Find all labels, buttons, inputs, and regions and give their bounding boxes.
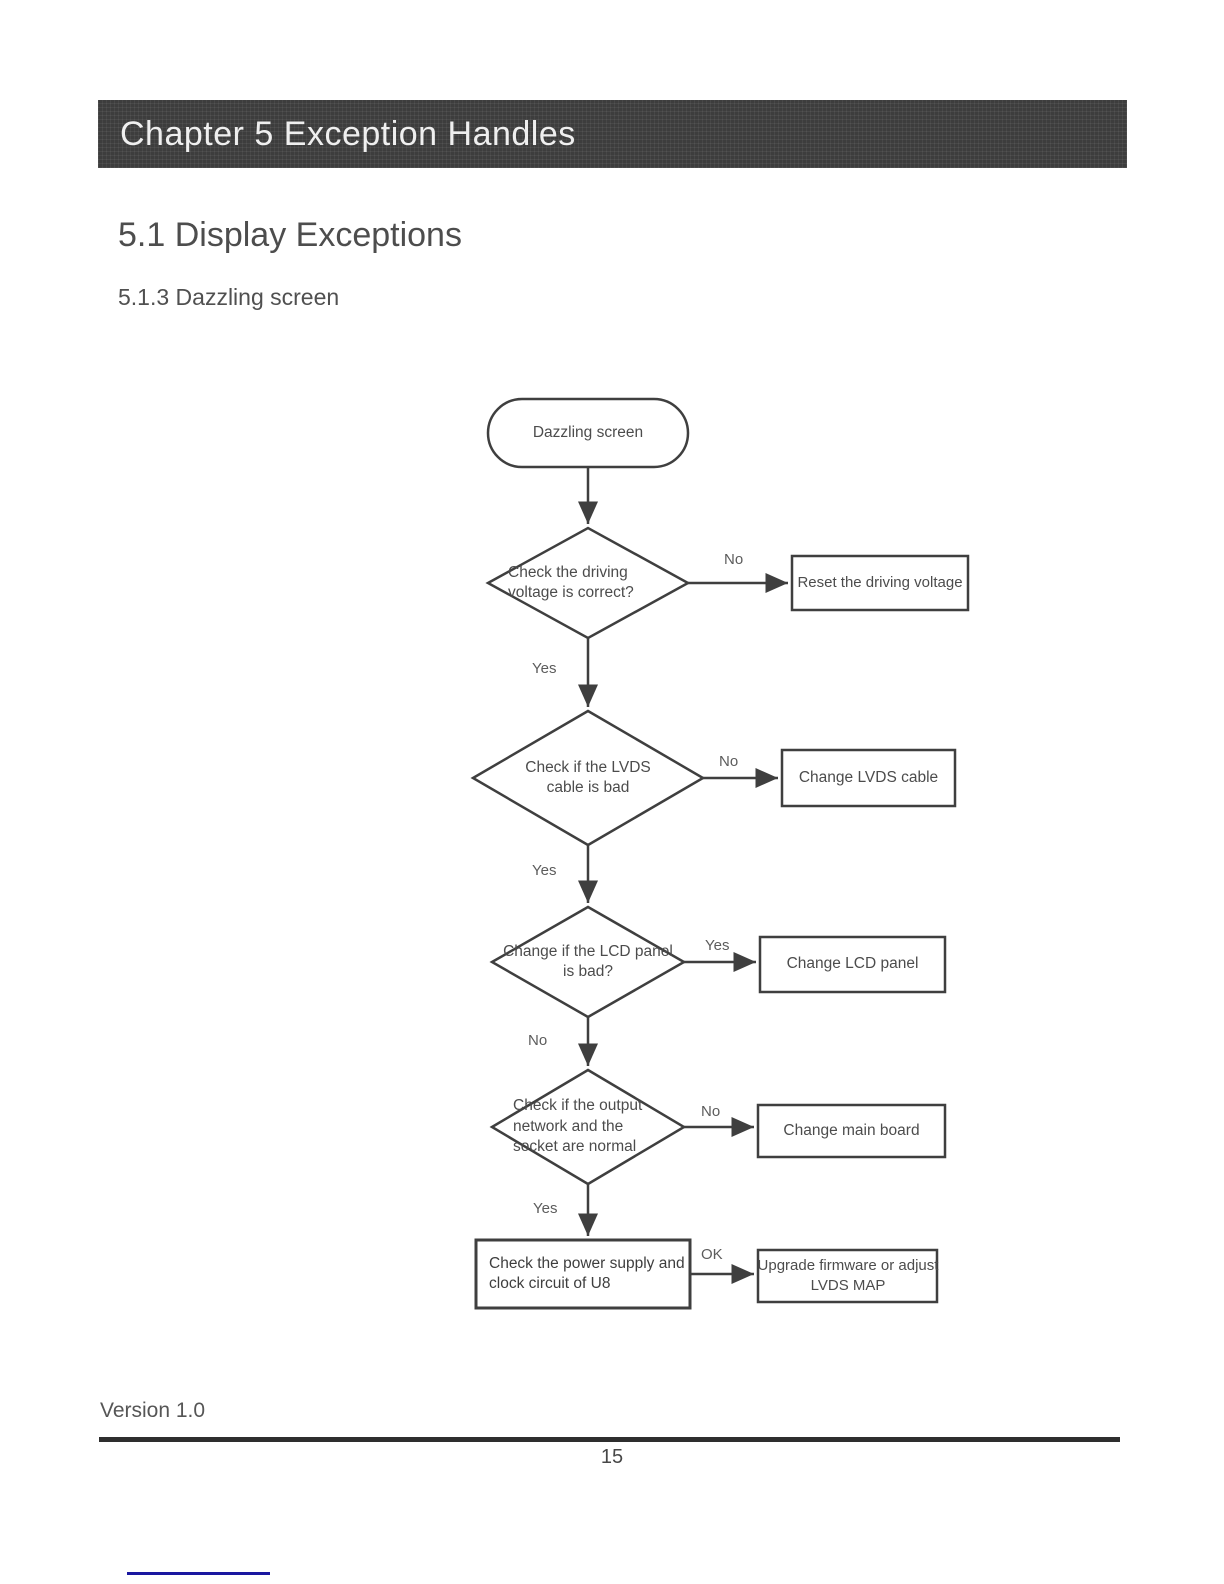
decision-2-label: Check if the LVDS cable is bad xyxy=(525,758,651,796)
edge-label-yes-2: Yes xyxy=(532,862,557,879)
action-box-4 xyxy=(756,1103,947,1159)
version-label: Version 1.0 xyxy=(100,1399,206,1422)
edge-label-yes-1: Yes xyxy=(532,660,557,677)
section-title: 5.1 Display Exceptions xyxy=(118,216,462,254)
result-box-label: Upgrade firmware or adjust LVDS MAP xyxy=(757,1257,939,1294)
edge-label-no-4: No xyxy=(701,1103,721,1120)
process-box-label: Check the power supply and clock circuit… xyxy=(489,1254,685,1292)
edge-label-no-1: No xyxy=(724,551,744,568)
edge-label-yes-4: Yes xyxy=(533,1200,558,1217)
footer-rule xyxy=(99,1437,1120,1442)
page-number: 15 xyxy=(600,1446,624,1468)
action-2-label: Change LVDS cable xyxy=(798,768,939,786)
chapter-header-bar: Chapter 5 Exception Handles xyxy=(98,100,1127,168)
decision-1-label: Check the driving voltage is correct? xyxy=(508,563,634,601)
subsection-title: 5.1.3 Dazzling screen xyxy=(118,284,340,310)
action-box-2 xyxy=(780,748,957,808)
result-box xyxy=(756,1248,939,1304)
action-1-label: Reset the driving voltage xyxy=(797,574,963,592)
action-3-label: Change LCD panel xyxy=(786,955,919,973)
action-4-label: Change main board xyxy=(783,1121,920,1139)
action-box-1 xyxy=(790,554,970,612)
process-box xyxy=(474,1238,692,1310)
decision-3-label: Change if the LCD panel is bad? xyxy=(503,942,673,980)
decision-4-label: Check if the output network and the sock… xyxy=(513,1097,643,1156)
edge-label-yes-3: Yes xyxy=(705,937,730,954)
edge-label-no-2: No xyxy=(719,753,739,770)
action-box-3 xyxy=(758,935,947,994)
edge-label-no-3: No xyxy=(528,1032,548,1049)
start-node-label: Dazzling screen xyxy=(532,423,644,441)
link-underline xyxy=(127,1572,270,1575)
chapter-title: Chapter 5 Exception Handles xyxy=(120,114,576,153)
edge-label-ok: OK xyxy=(701,1246,723,1263)
